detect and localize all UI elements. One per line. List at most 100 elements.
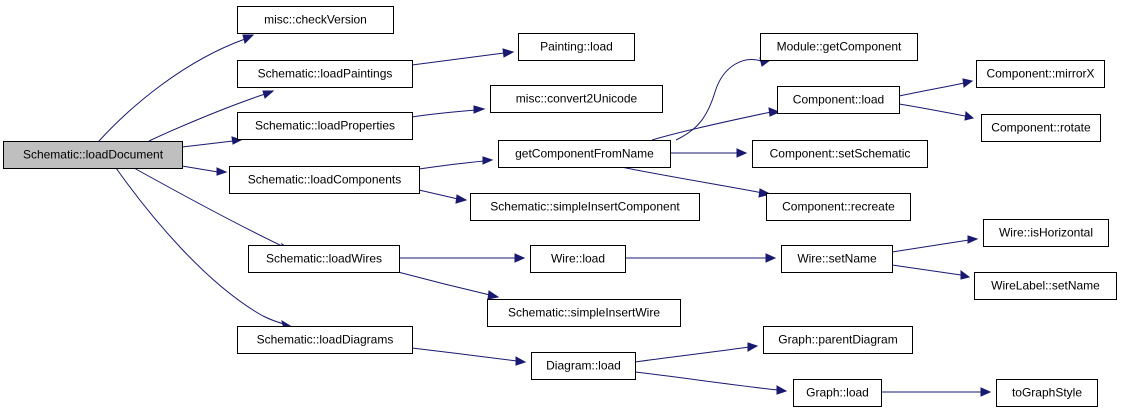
node-box: [763, 326, 913, 354]
edge-getcomponentfromname-to-module-getcomponent: [675, 57, 772, 141]
arrowhead-icon: [487, 290, 500, 300]
node-box: [470, 193, 700, 221]
edge-schematic-loadcomponents-to-getcomponentfromname: [418, 156, 494, 170]
arrowhead-icon: [482, 156, 494, 165]
node-component-mirrorx[interactable]: Component::mirrorX: [976, 60, 1105, 88]
edge-wire-setname-to-wirelabel-setname: [891, 264, 971, 280]
node-schematic-loaddiagrams[interactable]: Schematic::loadDiagrams: [237, 326, 413, 354]
edge-wire-load-to-wire-setname: [624, 253, 777, 263]
edge-line: [411, 109, 477, 118]
node-box: [781, 245, 893, 273]
edge-getcomponentfromname-to-component-load: [651, 107, 781, 141]
node-wire-ishorizontal[interactable]: Wire::isHorizontal: [983, 219, 1109, 247]
node-box: [983, 219, 1109, 247]
node-component-rotate[interactable]: Component::rotate: [981, 114, 1101, 142]
edge-line: [634, 346, 750, 363]
arrowhead-icon: [216, 167, 228, 176]
edge-component-load-to-component-mirrorx: [898, 78, 974, 97]
node-label: Graph::parentDiagram: [778, 333, 897, 347]
node-misc-convert2unicode[interactable]: misc::convert2Unicode: [490, 85, 663, 113]
node-schematic-loadwires[interactable]: Schematic::loadWires: [248, 245, 400, 273]
edge-line: [898, 103, 966, 117]
edge-getcomponentfromname-to-component-recreate: [620, 166, 772, 198]
node-schematic-loadproperties[interactable]: Schematic::loadProperties: [237, 112, 413, 140]
arrowhead-icon: [455, 194, 468, 204]
node-box: [498, 140, 671, 168]
node-label: Module::getComponent: [777, 40, 902, 54]
edge-component-load-to-component-rotate: [898, 103, 975, 121]
node-getcomponentfromname[interactable]: getComponentFromName: [498, 140, 671, 168]
node-schematic-loaddocument[interactable]: Schematic::loadDocument: [3, 141, 183, 169]
node-label: getComponentFromName: [515, 147, 654, 161]
arrowhead-icon: [980, 387, 992, 397]
node-box: [766, 193, 911, 221]
arrowhead-icon: [768, 107, 781, 117]
node-label: Painting::load: [540, 40, 613, 54]
edge-schematic-loaddiagrams-to-diagram-load: [411, 347, 527, 366]
node-box: [229, 166, 420, 194]
node-label: Schematic::loadDocument: [23, 148, 164, 162]
edge-line: [898, 82, 965, 97]
node-box: [793, 379, 882, 407]
node-label: Wire::isHorizontal: [999, 226, 1093, 240]
node-wire-setname[interactable]: Wire::setName: [781, 245, 893, 273]
node-box: [996, 379, 1098, 407]
edge-line: [133, 167, 285, 248]
edge-diagram-load-to-graph-load: [634, 371, 788, 395]
node-tographstyle[interactable]: toGraphStyle: [996, 379, 1098, 407]
node-schematic-simpleinsertcomponent[interactable]: Schematic::simpleInsertComponent: [470, 193, 700, 221]
edge-schematic-loaddocument-to-misc-checkversion: [98, 34, 255, 142]
edge-line: [891, 264, 962, 276]
edge-line: [181, 140, 234, 148]
node-box: [974, 272, 1117, 300]
edges-layer: [98, 34, 992, 397]
node-label: Diagram::load: [546, 359, 621, 373]
node-painting-load[interactable]: Painting::load: [518, 33, 635, 61]
arrowhead-icon: [242, 34, 255, 44]
node-diagram-load[interactable]: Diagram::load: [531, 352, 636, 380]
node-graph-parentdiagram[interactable]: Graph::parentDiagram: [763, 326, 913, 354]
node-box: [487, 299, 681, 327]
node-box: [3, 141, 183, 169]
edge-line: [675, 59, 765, 141]
edge-line: [115, 167, 285, 325]
node-schematic-simpleinsertwire[interactable]: Schematic::simpleInsertWire: [487, 299, 681, 327]
node-label: Component::mirrorX: [986, 67, 1094, 81]
edge-line: [620, 166, 764, 194]
node-component-load[interactable]: Component::load: [777, 86, 900, 114]
node-box: [237, 6, 394, 34]
node-component-recreate[interactable]: Component::recreate: [766, 193, 911, 221]
node-misc-checkversion[interactable]: misc::checkVersion: [237, 6, 394, 34]
node-wire-load[interactable]: Wire::load: [530, 245, 626, 273]
node-graph-load[interactable]: Graph::load: [793, 379, 882, 407]
node-label: Schematic::simpleInsertComponent: [490, 200, 680, 214]
node-label: Schematic::loadProperties: [255, 119, 395, 133]
node-wirelabel-setname[interactable]: WireLabel::setName: [974, 272, 1117, 300]
edge-getcomponentfromname-to-component-setschematic: [670, 148, 748, 158]
node-component-setschematic[interactable]: Component::setSchematic: [752, 140, 928, 168]
node-label: misc::convert2Unicode: [516, 92, 638, 106]
node-box: [248, 245, 400, 273]
node-label: Component::recreate: [782, 200, 895, 214]
node-box: [976, 60, 1105, 88]
edge-line: [651, 111, 772, 141]
edge-diagram-load-to-graph-parentdiagram: [634, 342, 759, 363]
edge-line: [181, 165, 219, 173]
node-box: [981, 114, 1101, 142]
node-label: misc::checkVersion: [264, 13, 367, 27]
node-schematic-loadcomponents[interactable]: Schematic::loadComponents: [229, 166, 420, 194]
node-schematic-loadpaintings[interactable]: Schematic::loadPaintings: [237, 60, 413, 88]
node-box: [490, 85, 663, 113]
node-box: [518, 33, 635, 61]
node-label: Wire::load: [551, 252, 605, 266]
node-box: [777, 86, 900, 114]
node-box: [752, 140, 928, 168]
edge-line: [148, 93, 266, 142]
edge-line: [98, 38, 246, 142]
edge-schematic-loadproperties-to-misc-convert2unicode: [411, 105, 486, 118]
edge-line: [411, 52, 505, 66]
arrowhead-icon: [262, 90, 275, 99]
node-label: Graph::load: [806, 386, 869, 400]
edge-graph-load-to-tographstyle: [881, 387, 992, 397]
node-module-getcomponent[interactable]: Module::getComponent: [760, 33, 918, 61]
